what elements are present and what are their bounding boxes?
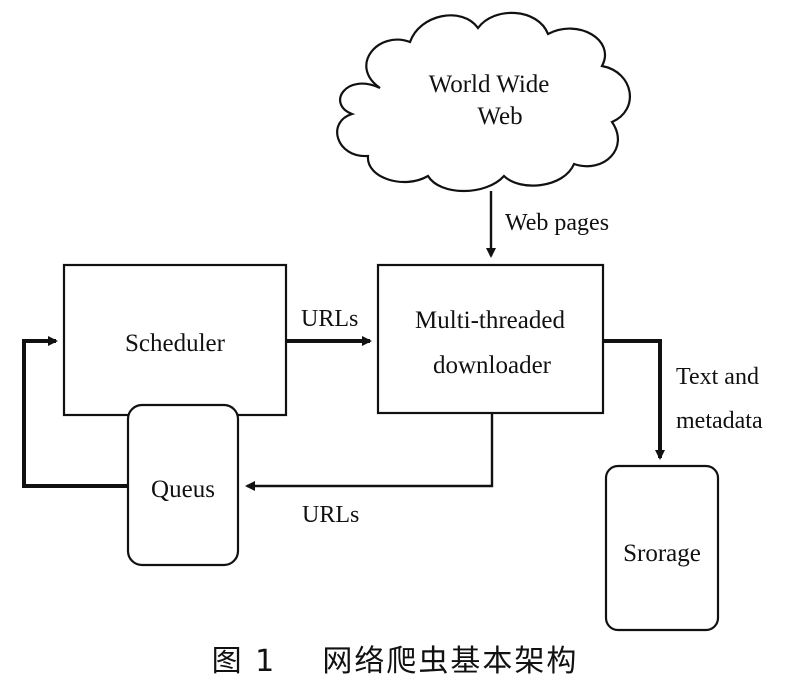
scheduler-box: Scheduler — [62, 263, 288, 417]
urls-bottom-label: URLs — [302, 502, 359, 528]
scheduler-label: Scheduler — [125, 330, 226, 357]
web-pages-label: Web pages — [505, 210, 609, 236]
urls-top-label: URLs — [301, 306, 358, 332]
cloud-label-line2: Web — [477, 103, 522, 130]
cloud-label-line1: World Wide — [429, 71, 550, 98]
edge-web-pages: Web pages — [486, 191, 609, 258]
edge-text-metadata: Text and metadata — [603, 339, 763, 460]
downloader-box: Multi-threaded downloader — [376, 263, 605, 415]
queues-label: Queus — [151, 476, 215, 503]
storage-label: Srorage — [623, 540, 701, 567]
downloader-label-line1: Multi-threaded — [415, 307, 565, 334]
figure-title: 网络爬虫基本架构 — [322, 644, 579, 679]
world-wide-web-cloud: World Wide Web — [336, 11, 631, 193]
queues-box: Queus — [126, 403, 240, 567]
text-metadata-label-line2: metadata — [676, 408, 763, 434]
figure-caption: 图 1 网络爬虫基本架构 — [0, 636, 790, 680]
text-metadata-label-line1: Text and — [676, 364, 759, 390]
figure-number: 图 1 — [211, 644, 277, 679]
edge-queues-to-scheduler — [22, 336, 128, 488]
edge-urls-bottom: URLs — [245, 413, 494, 528]
edge-urls-top: URLs — [286, 306, 372, 346]
downloader-label-line2: downloader — [433, 352, 552, 379]
storage-box: Srorage — [604, 464, 720, 632]
